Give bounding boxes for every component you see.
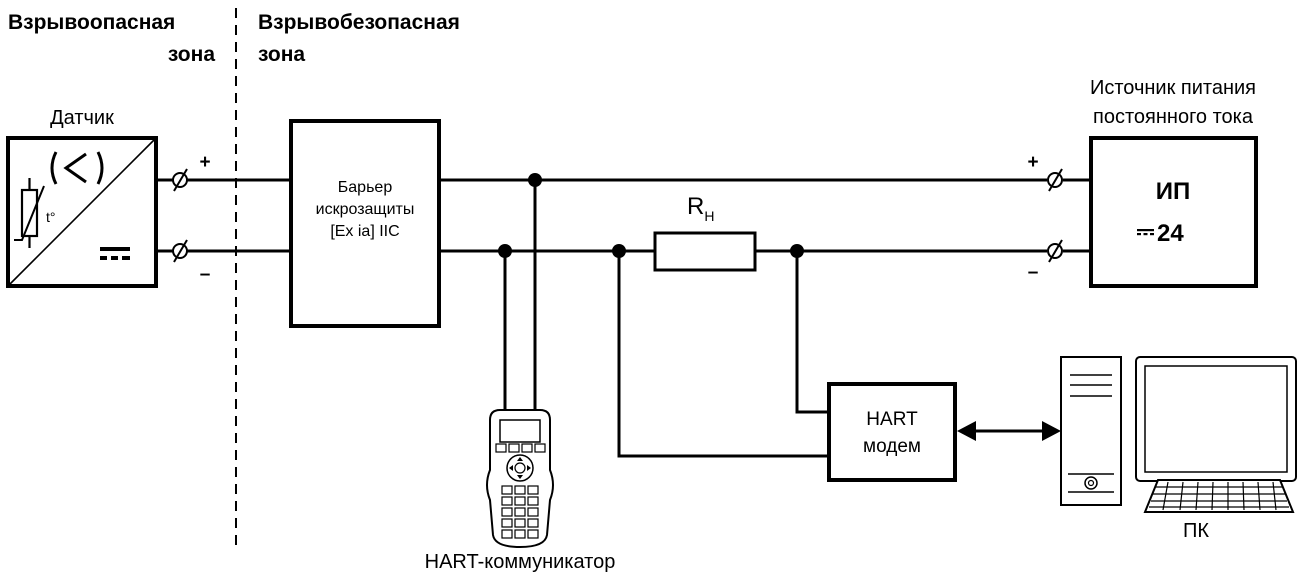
- sensor-minus-sign: –: [200, 264, 211, 285]
- ps-minus-terminal: [1047, 239, 1063, 263]
- pc-label: ПК: [1183, 520, 1209, 542]
- sensor-plus-terminal: [172, 168, 188, 192]
- hart-communicator-icon: [486, 409, 554, 549]
- ps-plus-sign: +: [1027, 152, 1038, 173]
- temperature-symbol: t°: [46, 209, 56, 225]
- hart-modem-label-line-1: HART: [866, 409, 918, 430]
- dc-symbol-icon: [100, 247, 130, 260]
- power-supply-block: [1089, 136, 1258, 288]
- sensor-label: Датчик: [50, 107, 114, 129]
- power-supply-caption-line-1: Источник питания: [1090, 77, 1256, 99]
- ps-minus-sign: –: [1028, 262, 1039, 283]
- power-supply-caption-line-2: постоянного тока: [1093, 106, 1254, 128]
- pressure-icon: [50, 151, 104, 185]
- safe-zone-title: Взрывобезопасная: [258, 11, 460, 34]
- hart-communicator-label: HART-коммуникатор: [425, 551, 616, 573]
- barrier-label-line-2: искрозащиты: [316, 201, 415, 218]
- pc-icon: [1060, 356, 1297, 513]
- load-resistor: [653, 231, 757, 272]
- sensor-plus-sign: +: [199, 152, 210, 173]
- hart-modem-label-line-2: модем: [863, 436, 921, 457]
- sensor-minus-terminal: [172, 239, 188, 263]
- barrier-label-line-1: Барьер: [338, 179, 393, 196]
- ps-plus-terminal: [1047, 168, 1063, 192]
- thermistor-icon: [14, 178, 45, 248]
- barrier-label-line-3: [Ex ia] IIC: [330, 223, 399, 240]
- hazardous-zone-subtitle: зона: [168, 43, 215, 66]
- sensor-block: t°: [6, 136, 158, 288]
- resistor-subscript: Н: [704, 208, 714, 224]
- hart-modem-block: [827, 382, 957, 482]
- dc-voltage-icon: [1137, 229, 1154, 236]
- safe-zone-subtitle: зона: [258, 43, 305, 66]
- hazardous-zone-title: Взрывоопасная: [8, 11, 175, 34]
- data-link-arrow: [957, 421, 1061, 441]
- resistor-label: RН: [687, 193, 714, 224]
- barrier-block: [289, 119, 441, 328]
- power-supply-voltage: 24: [1157, 220, 1184, 247]
- junction-dots: [498, 173, 804, 258]
- power-supply-title: ИП: [1156, 178, 1191, 205]
